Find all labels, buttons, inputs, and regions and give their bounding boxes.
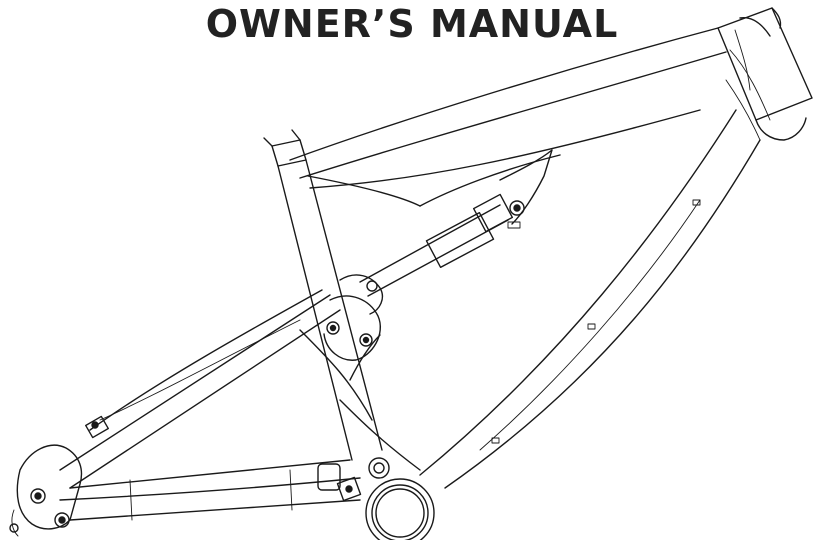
rear-shock <box>359 149 553 297</box>
bottom-bracket <box>336 457 435 540</box>
head-tube <box>717 7 813 141</box>
rear-dropout <box>9 444 83 537</box>
lower-link <box>299 329 421 471</box>
down-tube <box>419 109 761 489</box>
seat-stays <box>59 289 341 489</box>
chain-stays <box>59 459 361 521</box>
rocker-link <box>323 274 384 381</box>
top-tube <box>289 27 727 207</box>
page-title: OWNER’S MANUAL <box>205 2 619 46</box>
seat-tube <box>263 129 383 461</box>
